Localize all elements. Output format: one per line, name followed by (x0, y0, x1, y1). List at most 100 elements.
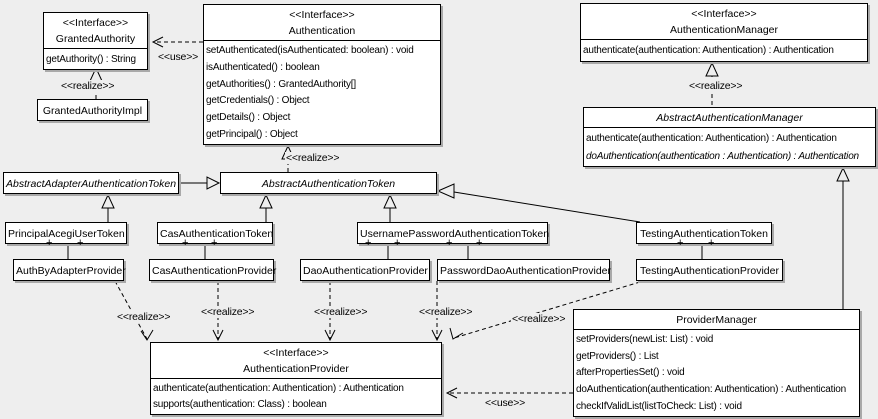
multiplicity-plus: + (394, 237, 401, 249)
class-testing-authentication-token[interactable]: TestingAuthenticationToken (636, 222, 772, 244)
granted-authority-separator (44, 48, 147, 49)
provider-manager-method-2: afterPropertiesSet() : void (576, 367, 685, 379)
authentication-stereotype: <<Interface>> (289, 9, 355, 21)
cas-authentication-token-name: CasAuthenticationToken (160, 227, 274, 240)
label-realize-abstracttoken: <<realize>> (285, 152, 341, 164)
triangle-abstracttoken-right (436, 183, 455, 199)
authentication-title: <<Interface>> Authentication (204, 5, 440, 40)
triangle-abstracttoken-bottom-username (383, 193, 397, 209)
label-realize-abstractmanager: <<realize>> (688, 80, 744, 92)
authentication-manager-title: <<Interface>> AuthenticationManager (581, 4, 867, 39)
class-granted-authority[interactable]: <<Interface>>GrantedAuthority getAuthorit… (43, 12, 148, 70)
abstract-authentication-manager-separator (584, 127, 875, 128)
class-cas-authentication-token[interactable]: CasAuthenticationToken (157, 222, 273, 244)
principal-acegi-user-token-title: PrincipalAcegiUserToken (6, 223, 126, 243)
class-abstract-authentication-manager[interactable]: AbstractAuthenticationManager authenticat… (583, 107, 876, 167)
testing-authentication-token-title: TestingAuthenticationToken (637, 223, 771, 243)
multiplicity-plus: + (446, 237, 453, 249)
class-authentication-provider[interactable]: <<Interface>> AuthenticationProvider authe… (150, 342, 442, 415)
authentication-provider-methods: authenticate(authentication: Authenticat… (151, 379, 441, 414)
granted-authority-methods: getAuthority() : String (44, 49, 147, 69)
granted-authority-impl-name: GrantedAuthorityImpl (42, 104, 143, 117)
open-arrow-use-authenticationprovider (445, 387, 458, 399)
provider-manager-name: ProviderManager (676, 314, 757, 326)
class-username-password-authentication-token[interactable]: UsernamePasswordAuthenticationToken (357, 222, 550, 244)
abstract-adapter-authentication-token-title: AbstractAdapterAuthenticationToken (4, 173, 178, 193)
password-dao-authentication-provider-title: PasswordDaoAuthenticationProvider (438, 260, 612, 280)
password-dao-authentication-provider-name: PasswordDaoAuthenticationProvider (440, 264, 612, 277)
edge-realize-authbyadapterprovider (114, 280, 148, 340)
class-principal-acegi-user-token[interactable]: PrincipalAcegiUserToken (5, 222, 127, 244)
label-realize-grantedauthorityimpl: <<realize>> (60, 80, 116, 92)
class-authentication[interactable]: <<Interface>> Authentication setAuthentica… (203, 4, 441, 145)
open-arrow-realize-testing (449, 327, 464, 340)
multiplicity-plus: + (677, 237, 684, 249)
class-abstract-adapter-authentication-token[interactable]: AbstractAdapterAuthenticationToken (3, 172, 179, 194)
multiplicity-plus: + (46, 237, 53, 249)
authentication-methods: setAuthenticated(isAuthenticated: boolea… (204, 41, 440, 144)
authentication-provider-name: AuthenticationProvider (243, 363, 349, 375)
class-password-dao-authentication-provider[interactable]: PasswordDaoAuthenticationProvider (437, 259, 612, 281)
class-cas-authentication-provider[interactable]: CasAuthenticationProvider (149, 259, 277, 281)
testing-authentication-provider-title: TestingAuthenticationProvider (637, 260, 782, 280)
provider-manager-method-1: getProviders() : List (576, 350, 659, 362)
label-realize-cas: <<realize>> (200, 306, 256, 318)
multiplicity-plus: + (77, 237, 84, 249)
authentication-provider-method-0: authenticate(authentication: Authenticat… (153, 382, 404, 394)
class-granted-authority-impl[interactable]: GrantedAuthorityImpl (37, 99, 148, 121)
class-dao-authentication-provider[interactable]: DaoAuthenticationProvider (300, 259, 430, 281)
granted-authority-name: GrantedAuthority (55, 33, 136, 45)
edge-realize-testingauthenticationprovider (453, 281, 641, 339)
provider-manager-method-3: doAuthentication(authentication: Authent… (576, 384, 846, 396)
provider-manager-method-4: checkIfValidList(listToCheck: List) : vo… (576, 401, 742, 413)
granted-authority-method-0: getAuthority() : String (46, 53, 136, 65)
class-testing-authentication-provider[interactable]: TestingAuthenticationProvider (636, 259, 783, 281)
label-use-providermanager: <<use>> (484, 397, 527, 409)
abstract-authentication-token-title: AbstractAuthenticationToken (221, 173, 436, 193)
authentication-manager-method-0: authenticate(authentication: Authenticat… (583, 45, 834, 56)
authentication-method-1: isAuthenticated() : boolean (206, 61, 320, 73)
granted-authority-title: <<Interface>>GrantedAuthority (44, 13, 147, 48)
authentication-method-2: getAuthorities() : GrantedAuthority[] (206, 78, 356, 90)
authentication-provider-separator (151, 378, 441, 379)
authentication-separator (204, 40, 440, 41)
abstract-authentication-token-name: AbstractAuthenticationToken (261, 177, 396, 190)
open-arrow-realize-dao (324, 329, 336, 342)
authentication-method-0: setAuthenticated(isAuthenticated: boolea… (206, 44, 414, 56)
cas-authentication-token-title: CasAuthenticationToken (158, 223, 274, 243)
open-arrow-realize-authbyadapter (140, 329, 154, 341)
cas-authentication-provider-name: CasAuthenticationProvider (152, 264, 277, 277)
authentication-manager-separator (581, 39, 867, 40)
class-authentication-manager[interactable]: <<Interface>> AuthenticationManager authen… (580, 3, 868, 62)
cas-authentication-provider-title: CasAuthenticationProvider (150, 260, 277, 280)
authentication-method-4: getDetails() : Object (206, 112, 291, 124)
label-realize-testing: <<realize>> (511, 313, 567, 325)
multiplicity-plus: + (476, 237, 483, 249)
class-abstract-authentication-token[interactable]: AbstractAuthenticationToken (220, 172, 437, 194)
class-auth-by-adapter-provider[interactable]: AuthByAdapterProvider (13, 259, 126, 281)
auth-by-adapter-provider-name: AuthByAdapterProvider (16, 264, 126, 277)
open-arrow-realize-cas (212, 329, 224, 342)
authentication-manager-name: AuthenticationManager (670, 24, 778, 36)
authentication-manager-stereotype: <<Interface>> (691, 8, 757, 20)
authentication-manager-methods: authenticate(authentication: Authenticat… (581, 40, 867, 61)
authentication-method-5: getPrincipal() : Object (206, 129, 298, 141)
authentication-method-3: getCredentials() : Object (206, 95, 310, 107)
testing-authentication-token-name: TestingAuthenticationToken (640, 227, 768, 240)
authentication-name: Authentication (288, 25, 356, 37)
authentication-provider-stereotype: <<Interface>> (263, 347, 329, 359)
provider-manager-separator (574, 329, 859, 330)
triangle-abstractauthenticationmanager-bottom (836, 166, 850, 182)
principal-acegi-user-token-name: PrincipalAcegiUserToken (8, 227, 125, 240)
granted-authority-impl-title: GrantedAuthorityImpl (38, 100, 147, 120)
triangle-authenticationmanager-bottom (705, 61, 719, 77)
abstract-authentication-manager-method-0: authenticate(authentication: Authenticat… (586, 132, 837, 144)
abstract-authentication-manager-name: AbstractAuthenticationManager (656, 112, 803, 124)
username-password-authentication-token-name: UsernamePasswordAuthenticationToken (360, 227, 550, 240)
label-realize-passworddao: <<realize>> (418, 306, 474, 318)
triangle-abstracttoken-left (206, 176, 221, 190)
provider-manager-title: ProviderManager (574, 310, 859, 329)
abstract-authentication-manager-method-1: doAuthentication(authentication : Authen… (586, 150, 859, 162)
abstract-adapter-authentication-token-name: AbstractAdapterAuthenticationToken (6, 177, 177, 190)
